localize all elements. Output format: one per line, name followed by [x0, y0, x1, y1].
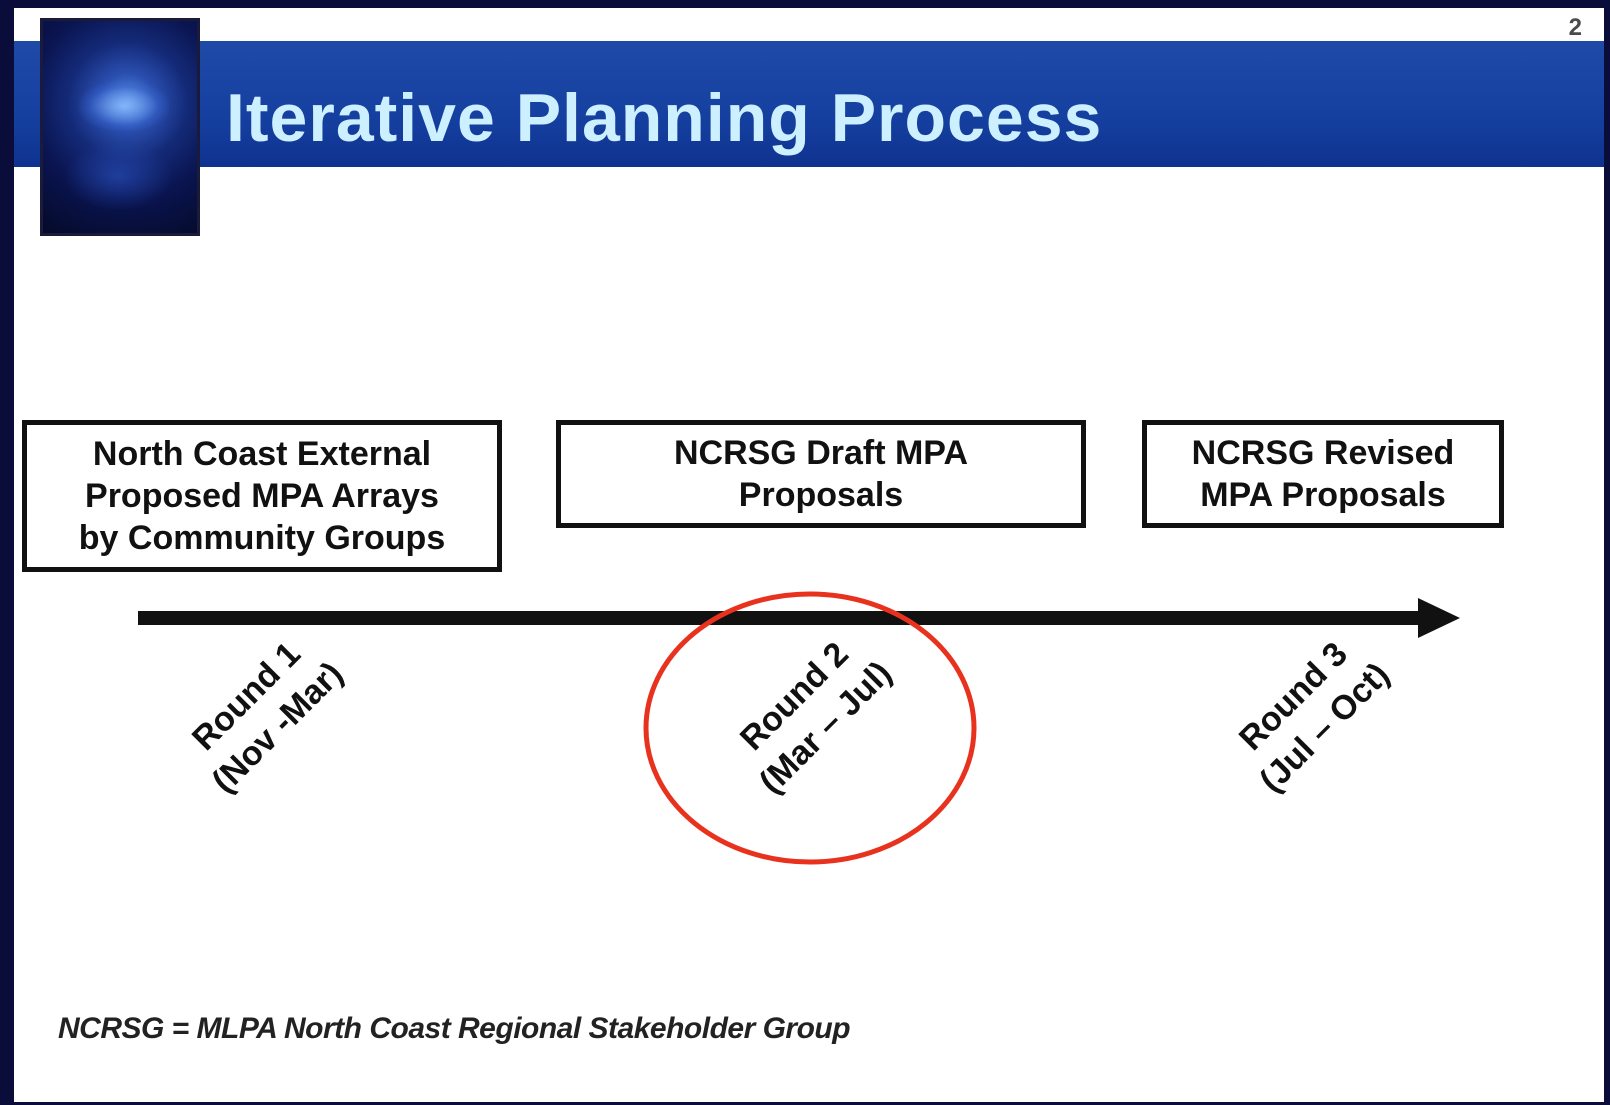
timeline-arrowhead — [1418, 598, 1460, 638]
footnote: NCRSG = MLPA North Coast Regional Stakeh… — [58, 1012, 851, 1045]
box-round-1-line-2: Proposed MPA Arrays — [85, 477, 439, 515]
box-round-3-line-2: MPA Proposals — [1200, 476, 1446, 514]
box-round-1-line-1: North Coast External — [92, 435, 432, 473]
box-round-1: North Coast External Proposed MPA Arrays… — [22, 420, 502, 572]
round-2-highlight-circle — [643, 591, 977, 865]
slide: Iterative Planning Process 2 North Coast… — [14, 8, 1604, 1102]
box-round-2-line-2: Proposals — [738, 476, 904, 514]
logo-glow-secondary — [63, 141, 173, 211]
box-round-3: NCRSG Revised MPA Proposals — [1142, 420, 1504, 528]
mpa-logo-icon — [40, 18, 200, 236]
title-band: Iterative Planning Process — [14, 41, 1604, 167]
page-number: 2 — [1568, 14, 1582, 41]
logo-glow — [79, 81, 169, 131]
box-round-2: NCRSG Draft MPA Proposals — [556, 420, 1086, 528]
timeline-arrow — [138, 591, 1460, 865]
box-round-2-line-1: NCRSG Draft MPA — [673, 434, 969, 472]
slide-title: Iterative Planning Process — [226, 80, 1103, 156]
box-round-3-line-1: NCRSG Revised — [1191, 434, 1455, 472]
box-round-1-line-3: by Community Groups — [78, 519, 446, 557]
